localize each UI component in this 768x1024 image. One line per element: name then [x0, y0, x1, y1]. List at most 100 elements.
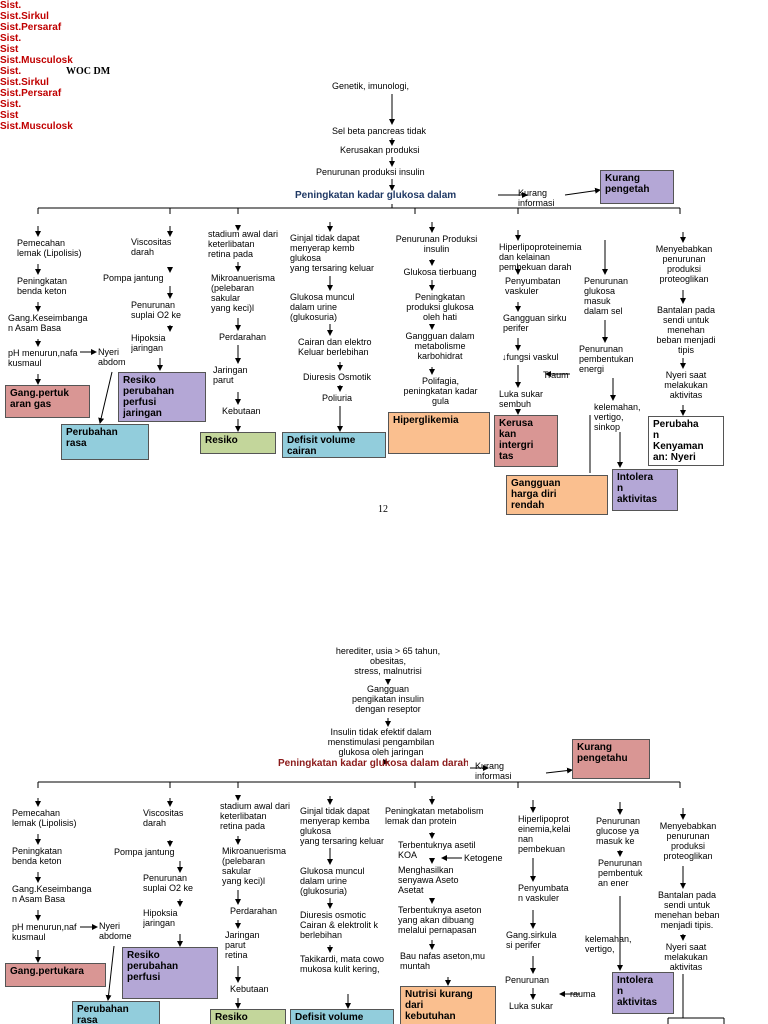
flow-node: Pemecahan lemak (Lipolisis) [17, 238, 82, 258]
system-header: Sist [0, 44, 19, 55]
flow-node: Jaringan parut [213, 365, 248, 385]
flow-node: Peningkatan metabolism lemak dan protein [385, 806, 484, 826]
connector-arrow [98, 371, 113, 424]
resiko-perfusi-box: Resiko perubahan perfusi [122, 947, 218, 999]
flow-node: Viscositas darah [143, 808, 184, 828]
defisit-volume-cairan-box: Defisit volume [290, 1009, 394, 1024]
gangguan-harga-diri-box: Gangguan harga diri rendah [506, 475, 608, 515]
perubahan-rasa-box: Perubahan rasa [61, 424, 149, 460]
flow-node: Bantalan pada sendi untuk menehan beban … [656, 305, 716, 355]
system-header: Sist.Musculosk [0, 55, 73, 66]
flow-node: Glukosa tierbuang [403, 267, 477, 277]
flow-node: Perdarahan [219, 332, 267, 342]
kurang-informasi: Kurang informasi [518, 188, 555, 208]
flow-node: Gangguan sirku perifer [503, 313, 567, 333]
flow-node: Penurunan suplai O2 ke [143, 873, 194, 893]
system-header: Sist.Musculosk [0, 121, 73, 132]
flow-node: Nyeri abdom [98, 347, 126, 367]
gangguan-pertukaran-gas-box: Gang.pertuk aran gas [5, 385, 90, 418]
page-number: 12 [378, 504, 388, 515]
flow-node: Cairan dan elektro Keluar berlebihan [298, 337, 372, 357]
flow-node: Peningkatan benda keton [12, 846, 63, 866]
cause-node: Kerusakan produksi [340, 145, 420, 155]
flow-node: Penurunan glukosa masuk dalam sel [584, 276, 629, 316]
diagram-title: WOC DM [66, 66, 111, 77]
flow-node: Diuresis osmotic Cairan & elektrolit k b… [300, 910, 379, 940]
flow-node: Pompa jantung [103, 273, 164, 283]
kurang-pengetahuan-box: Kurang pengetah [600, 170, 674, 204]
flow-node: Penyumbata n vaskuler [518, 883, 569, 903]
flow-node: Penurunan pembentuk an ener [598, 858, 643, 888]
flow-node: Bau nafas aseton,mu muntah [400, 951, 486, 971]
system-header: Sist.Sirkul [0, 11, 49, 22]
kerusakan-integritas-box: Kerusa kan intergri tas [494, 415, 558, 467]
flow-node: Hipoksia jaringan [143, 908, 178, 928]
system-header: Sist.Sirkul [0, 77, 49, 88]
connector-arrow [105, 945, 115, 1001]
flow-node: Hiperlipoproteinemia dan kelainan pembek… [499, 242, 582, 272]
cause-node: Insulin tidak efektif dalam menstimulasi… [327, 727, 435, 757]
flow-node: Pompa jantung [114, 847, 175, 857]
flow-node: Terbentuknya asetil KOA [398, 840, 476, 860]
resiko-box: Resiko [210, 1009, 286, 1024]
flow-node: Penurunan pembentukan energi [579, 344, 634, 374]
flow-node: Gang.Keseimbanga n Asam Basa [12, 884, 92, 904]
flow-node: Nyeri saat melakukan aktivitas [664, 370, 708, 400]
flow-node: Traum [543, 370, 569, 380]
flow-node: Nyeri abdome [99, 921, 132, 941]
flow-node: Viscositas darah [131, 237, 172, 257]
flow-node: Luka sukar sembuh [499, 389, 544, 409]
resiko-box: Resiko [200, 432, 276, 454]
kurang-pengetahuan-box: Kurang pengetahu [572, 739, 650, 779]
cause-node: Gangguan pengikatan insulin dengan resep… [351, 684, 425, 714]
flow-node: Gang.sirkula si perifer [506, 930, 557, 950]
flow-node: Polifagia, peningkatan kadar gula [403, 376, 478, 406]
flow-node: Perdarahan [230, 906, 278, 916]
flow-node: Glukosa muncul dalam urine (glukosuria) [300, 866, 365, 896]
flow-node: Pemecahan lemak (Lipolisis) [12, 808, 77, 828]
flow-node: Kebutaan [222, 406, 261, 416]
kurang-informasi: Kurang informasi [475, 761, 512, 781]
flow-node: Menyebabkan penurunan produksi proteogli… [659, 821, 717, 861]
flow-node: Penurunan [505, 975, 550, 985]
cause-node: Sel beta pancreas tidak [332, 126, 427, 136]
system-header: Sist. [0, 33, 22, 44]
flow-node: Penyumbatan vaskuler [505, 276, 561, 296]
flow-node: Jaringan parut retina [225, 930, 260, 960]
flow-node: Terbentuknya aseton yang akan dibuang me… [398, 905, 482, 935]
gangguan-pertukaran-gas-box: Gang.pertukara [5, 963, 106, 987]
system-header: Sist. [0, 66, 22, 77]
flow-node: Penurunan glucose ya masuk ke [596, 816, 641, 846]
flow-node: Mikroanuerisma (pelebaran sakular yang k… [211, 273, 276, 313]
defisit-volume-cairan-box: Defisit volume cairan [282, 432, 386, 458]
flow-node: Gang.Keseimbanga n Asam Basa [8, 313, 88, 333]
connector-arrow [545, 767, 573, 774]
flow-node: ↓fungsi vaskul [502, 352, 559, 362]
system-header: Sist.Persaraf [0, 88, 62, 99]
flow-node: Bantalan pada sendi untuk menehan beban … [654, 890, 720, 930]
flow-node: Menghasilkan senyawa Aseto Asetat [398, 865, 459, 895]
flow-node: Penurunan suplai O2 ke [131, 300, 182, 320]
flow-node: Ginjal tidak dapat menyerap kemb glukosa… [290, 233, 375, 273]
flow-node: Ketogene [464, 853, 503, 863]
flow-node: Nyeri saat melakukan aktivitas [664, 942, 708, 972]
flow-node: stadium awal dari keterlibatan retina pa… [220, 801, 291, 831]
flow-node: Hipoksia jaringan [131, 333, 166, 353]
hiperglikemia-box: Hiperglikemia [388, 412, 490, 454]
connector-arrow [564, 187, 601, 196]
flow-node: kelemahan, vertigo, sinkop [594, 402, 641, 432]
flow-node: Glukosa muncul dalam urine (glukosuria) [290, 292, 355, 322]
flow-node: Poliuria [322, 393, 353, 403]
nutrisi-kurang-box: Nutrisi kurang dari kebutuhan [400, 986, 496, 1024]
system-header: Sist.Persaraf [0, 22, 62, 33]
system-header: Sist. [0, 99, 22, 110]
system-header: Sist [0, 110, 19, 121]
flow-node: kelemahan, vertigo, [585, 934, 632, 954]
flow-node: Menyebabkan penurunan produksi proteogli… [655, 244, 713, 284]
flow-node: Peningkatan benda keton [17, 276, 68, 296]
center-node: Peningkatan kadar glukosa dalam [295, 190, 457, 201]
flow-node: Kebutaan [230, 984, 269, 994]
cause-node: Penurunan produksi insulin [316, 167, 425, 177]
